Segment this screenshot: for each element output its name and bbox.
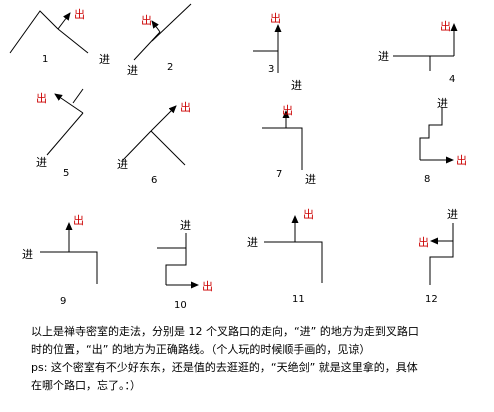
in-label-7: 进 (305, 173, 316, 186)
diagram-3 (253, 24, 282, 73)
in-label-2: 进 (127, 64, 138, 77)
diagram-number-3: 3 (268, 64, 274, 75)
in-label-10: 进 (180, 219, 191, 232)
diagram-number-10: 10 (174, 300, 187, 311)
out-label-9: 出 (73, 213, 84, 227)
caption-line-3: ps: 这个密室有不少好东东，还是值的去逛逛的，“天绝剑” 就是这里拿的，具体 (31, 361, 418, 374)
out-label-1: 出 (74, 7, 85, 21)
crossroad-diagrams: 出 出 出 出 出 出 出 出 出 出 出 出 进 进 进 进 进 进 进 进 … (9, 3, 467, 311)
out-label-12: 出 (418, 235, 429, 249)
diagram-8 (419, 107, 454, 164)
in-label-1: 进 (99, 53, 110, 66)
diagram-11 (264, 215, 323, 283)
diagram-2 (133, 3, 192, 61)
in-label-5: 进 (36, 156, 47, 169)
diagram-number-7: 7 (276, 169, 282, 180)
diagram-12 (429, 223, 454, 285)
caption-line-1: 以上是禅寺密室的走法，分别是 12 个叉路口的走向，“进” 的地方为走到叉路口 (31, 325, 419, 338)
in-label-12: 进 (447, 208, 458, 221)
diagram-9 (40, 222, 98, 284)
in-label-9: 进 (22, 248, 33, 261)
out-label-3: 出 (270, 11, 281, 25)
out-label-7: 出 (282, 103, 293, 117)
out-label-6: 出 (180, 100, 191, 114)
out-label-5: 出 (36, 91, 47, 105)
in-label-11: 进 (247, 236, 258, 249)
diagram-number-4: 4 (449, 74, 455, 85)
out-label-11: 出 (303, 207, 314, 221)
diagram-5 (46, 88, 84, 156)
diagram-number-6: 6 (151, 175, 157, 186)
diagram-number-11: 11 (292, 294, 305, 305)
diagram-number-2: 2 (167, 62, 173, 73)
diagram-1 (9, 10, 89, 54)
caption-line-4: 在哪个路口，忘了。：） (31, 379, 141, 392)
diagram-number-1: 1 (42, 54, 48, 65)
caption-line-2: 时的位置，“出” 的地方为正确路线。（个人玩的时候顺手画的，见谅） (31, 343, 371, 356)
out-label-10: 出 (202, 279, 213, 293)
in-label-6: 进 (117, 158, 128, 171)
diagram-10 (157, 233, 199, 289)
diagram-6 (122, 105, 186, 166)
diagram-4 (393, 23, 458, 71)
in-label-3: 进 (291, 79, 302, 92)
diagram-number-5: 5 (63, 168, 69, 179)
diagram-number-8: 8 (424, 174, 430, 185)
diagram-number-12: 12 (425, 294, 438, 305)
in-label-4: 进 (378, 50, 389, 63)
diagram-number-9: 9 (60, 296, 66, 307)
out-label-8: 出 (456, 153, 467, 167)
in-label-8: 进 (437, 97, 448, 110)
caption: 以上是禅寺密室的走法，分别是 12 个叉路口的走向，“进” 的地方为走到叉路口 … (31, 323, 486, 395)
diagram-7 (262, 110, 303, 170)
out-label-4: 出 (440, 19, 451, 33)
out-label-2: 出 (141, 13, 152, 27)
